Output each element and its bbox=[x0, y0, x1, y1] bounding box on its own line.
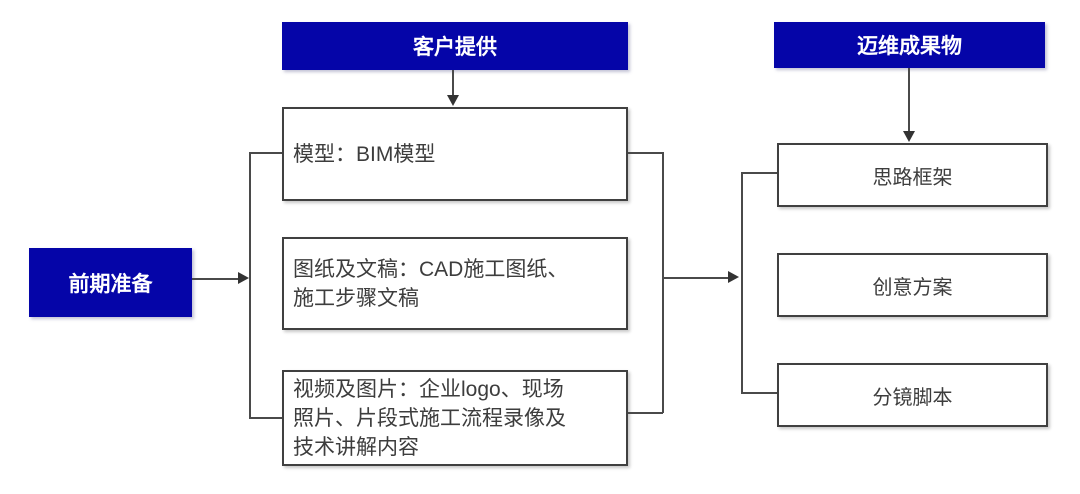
right-box-framework-label: 思路框架 bbox=[872, 166, 953, 189]
connector-header-customer-stem bbox=[452, 70, 454, 96]
start-box-label: 前期准备 bbox=[68, 272, 153, 296]
connector-right-bracket-bottom-stub bbox=[741, 392, 777, 394]
header-customer-provides: 客户提供 bbox=[282, 22, 628, 70]
connector-mid-bracket bbox=[662, 152, 664, 413]
connector-header-deliverables-stem bbox=[908, 68, 910, 131]
middle-box-media: 视频及图片：企业logo、现场 照片、片段式施工流程录像及 技术讲解内容 bbox=[282, 370, 628, 466]
right-box-framework: 思路框架 bbox=[777, 143, 1048, 207]
header-deliverables: 迈维成果物 bbox=[774, 22, 1045, 68]
connector-right-bracket-top-stub bbox=[741, 172, 777, 174]
connector-left-bracket-top-stub bbox=[249, 152, 282, 154]
connector-left-bracket-bottom-stub bbox=[249, 417, 282, 419]
middle-box-model: 模型：BIM模型 bbox=[282, 107, 628, 201]
middle-box-media-label: 视频及图片：企业logo、现场 照片、片段式施工流程录像及 技术讲解内容 bbox=[293, 377, 566, 459]
connector-left-bracket bbox=[249, 152, 251, 419]
arrow-right-icon bbox=[728, 271, 739, 283]
connector-right-bracket bbox=[741, 172, 743, 393]
arrow-right-icon bbox=[238, 272, 249, 284]
start-box-preparation: 前期准备 bbox=[29, 248, 192, 317]
connector-mid-to-right-stem bbox=[663, 277, 729, 279]
header-customer-provides-label: 客户提供 bbox=[413, 36, 497, 59]
connector-mid-bracket-bottom-stub bbox=[628, 412, 663, 414]
right-box-storyboard-label: 分镜脚本 bbox=[872, 386, 953, 409]
arrow-down-icon bbox=[903, 131, 915, 142]
connector-mid-bracket-top-stub bbox=[628, 152, 663, 154]
connector-start-stem bbox=[192, 278, 238, 280]
arrow-down-icon bbox=[447, 95, 459, 106]
right-box-creative-plan: 创意方案 bbox=[777, 253, 1048, 317]
header-deliverables-label: 迈维成果物 bbox=[857, 35, 962, 58]
middle-box-drawings-label: 图纸及文稿：CAD施工图纸、 施工步骤文稿 bbox=[293, 257, 569, 310]
right-box-storyboard: 分镜脚本 bbox=[777, 363, 1048, 427]
middle-box-drawings: 图纸及文稿：CAD施工图纸、 施工步骤文稿 bbox=[282, 237, 628, 330]
middle-box-model-label: 模型：BIM模型 bbox=[293, 142, 436, 166]
right-box-creative-plan-label: 创意方案 bbox=[872, 276, 953, 299]
